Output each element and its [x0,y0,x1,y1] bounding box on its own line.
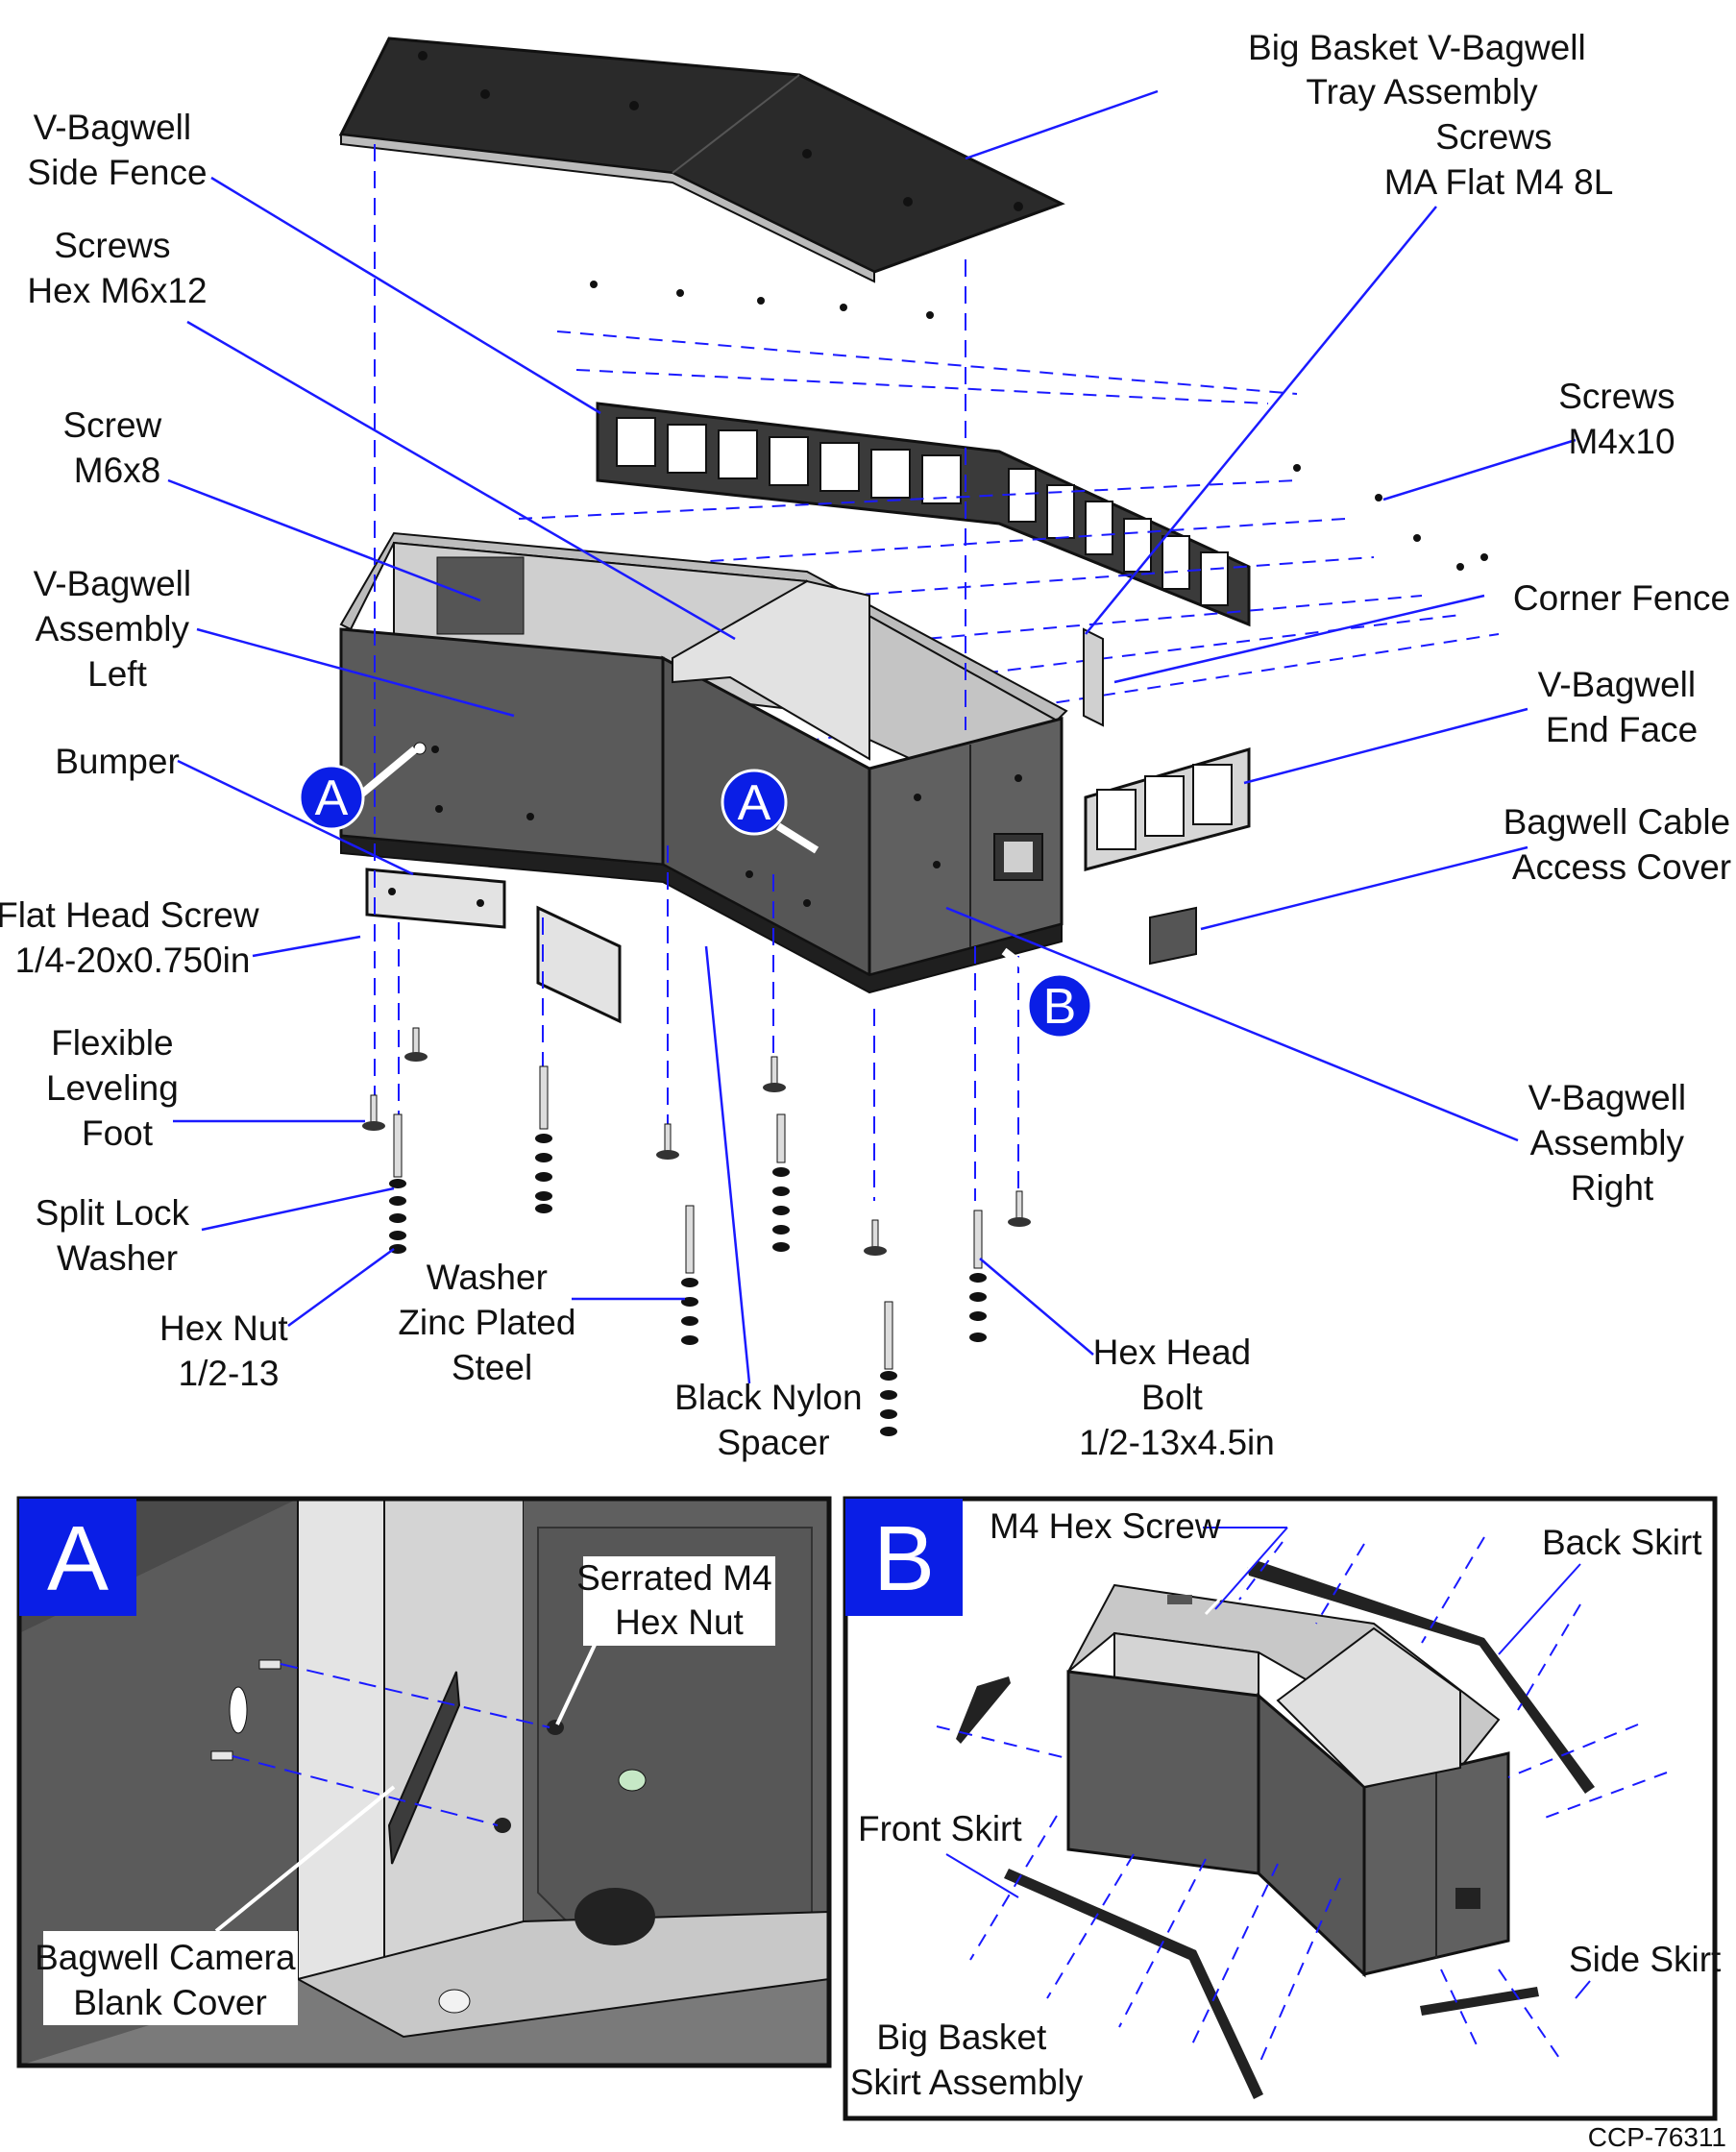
label-split-lock: Split Lock Washer [36,1193,200,1278]
leveling-foot-1 [404,1027,428,1062]
leader-lines [167,89,1577,1384]
label-tray-assembly: Big Basket V-Bagwell Tray Assembly [1248,28,1596,111]
figure-code: CCP-76311 [1588,2122,1726,2152]
leveling-foot-5 [864,1219,887,1256]
callout-a-left: A [298,746,418,831]
detail-b-panel: B M4 Hex Screw Back Skirt Front Skirt Si… [843,1496,1722,2121]
bolt-stack-1 [389,1113,406,1254]
callout-b-label: B [1043,979,1077,1035]
bolt-stack-5 [880,1301,897,1436]
label-end-face: V-Bagwell End Face [1538,665,1706,749]
leveling-foot-2 [362,1094,385,1131]
detail-a-panel: A Serrated M4 Hex Nut Bagwell Camera Bla… [16,1496,832,2068]
label-camera-cover: Bagwell Camera Blank Cover [35,1938,306,2022]
label-m4-screw: M4 Hex Screw [990,1506,1221,1546]
cable-access-cover-part [1149,906,1197,966]
callout-a-right: A [721,769,819,854]
vertical-drop-lines [374,144,1019,1201]
label-cable-cover: Bagwell Cable Access Cover [1504,802,1736,887]
label-bumper: Bumper [55,742,180,781]
callout-b: B [1001,947,1093,1039]
detail-a-letter: A [47,1507,109,1610]
hardware-stacks [362,1027,1031,1436]
label-skirt-assembly: Big Basket Skirt Assembly [850,2018,1084,2102]
label-screws-m4x10: Screws M4x10 [1558,377,1685,461]
label-side-skirt: Side Skirt [1569,1940,1722,1979]
corner-fence-part [1083,627,1104,727]
callout-a-label-2: A [738,775,771,831]
leveling-foot-4 [763,1056,786,1092]
label-side-fence: V-Bagwell Side Fence [27,108,207,192]
end-face-part [1084,746,1251,871]
bolt-stack-2 [535,1065,552,1213]
label-screws-flat: Screws MA Flat M4 8L [1384,117,1614,202]
main-exploded-view: A A B [0,28,1736,1462]
label-screw-m6x8: Screw M6x8 [62,405,171,490]
bolt-stack-3 [681,1205,698,1345]
label-leveling-foot: Flexible Leveling Foot [46,1023,188,1153]
label-nylon-spacer: Black Nylon Spacer [674,1378,872,1462]
detail-b-letter: B [873,1507,935,1610]
label-flat-head-screw: Flat Head Screw 1/4-20x0.750in [0,895,269,980]
bumper-parts [365,868,622,1024]
tray-assembly-part [338,37,1065,283]
leveling-foot-3 [656,1123,679,1160]
label-front-skirt: Front Skirt [858,1809,1022,1848]
bolt-stack-4 [772,1113,790,1252]
part-labels: Big Basket V-Bagwell Tray Assembly V-Bag… [0,28,1736,1462]
leveling-foot-6 [1008,1190,1031,1227]
label-serrated-nut: Serrated M4 Hex Nut [576,1558,782,1642]
side-fence-part [596,402,1251,627]
callout-a-label: A [315,770,349,826]
bolt-stack-6 [969,1210,987,1342]
label-screws-hex: Screws Hex M6x12 [27,226,207,310]
screw-heads-top [590,281,1488,571]
label-hex-bolt: Hex Head Bolt 1/2-13x4.5in [1079,1333,1275,1462]
label-back-skirt: Back Skirt [1542,1523,1702,1562]
label-assembly-left: V-Bagwell Assembly Left [34,564,202,694]
label-assembly-right: V-Bagwell Assembly Right [1528,1078,1697,1208]
label-corner-fence: Corner Fence [1513,578,1730,618]
label-washer: Washer Zinc Plated Steel [398,1258,585,1387]
label-hex-nut: Hex Nut 1/2-13 [159,1308,298,1393]
